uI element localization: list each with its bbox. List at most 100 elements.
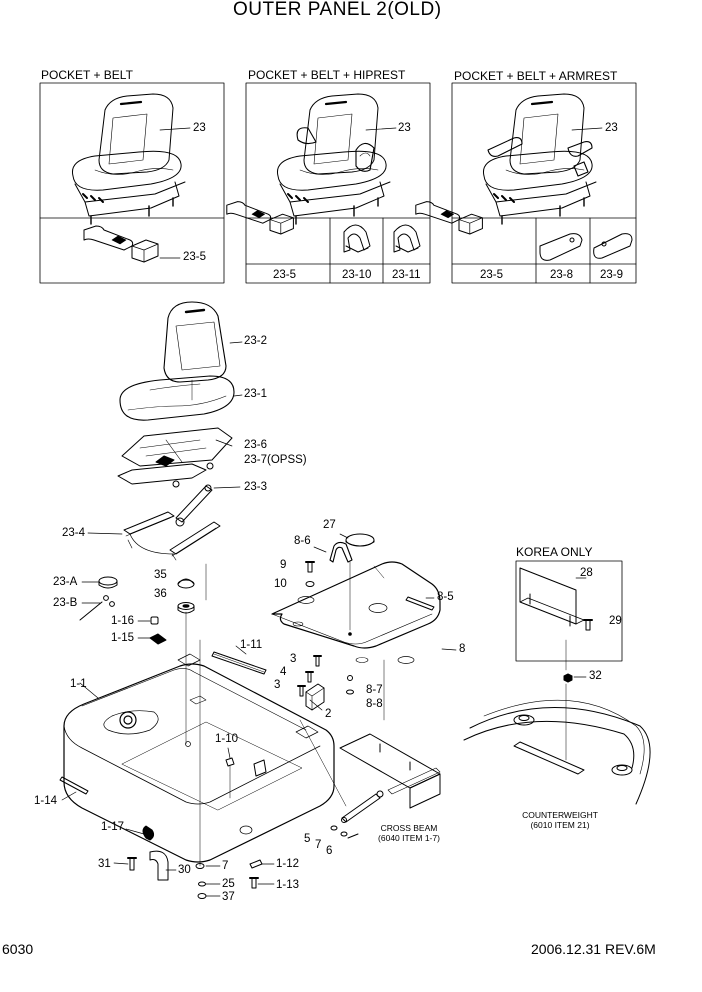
callout-1-1: 1-1: [70, 678, 87, 690]
callout-1-17: 1-17: [101, 821, 125, 833]
callout-7-right: 7: [315, 839, 322, 851]
cover-plate-8: [272, 562, 456, 664]
handle-30: [150, 851, 176, 880]
callout-23-6: 23-6: [244, 439, 268, 451]
callout-1-10: 1-10: [215, 733, 239, 745]
callout-31: 31: [98, 858, 111, 870]
grommet-36: [178, 603, 194, 614]
callout-23-B: 23-B: [53, 597, 78, 609]
cable-23-B: [80, 596, 114, 620]
korea-only-box: [516, 561, 622, 661]
armrest-23-8: [540, 234, 582, 261]
belt-variant-1: [83, 225, 159, 263]
callout-23-A: 23-A: [53, 576, 78, 588]
bracket-2: [306, 684, 324, 710]
callout-1-14: 1-14: [34, 795, 58, 807]
fasteners-5-7-6: [331, 826, 358, 838]
cross-beam-note: CROSS BEAM (6040 ITEM 1-7): [378, 823, 440, 843]
bolt-9: [306, 562, 314, 572]
callout-23-1: 23-1: [244, 388, 268, 400]
washers-8-7-8-8: [347, 676, 354, 695]
callout-29: 29: [609, 615, 622, 627]
hiprest-bracket-23-10: [344, 225, 370, 252]
bolt-1-13: [250, 878, 274, 888]
callout-7-lower: 7: [222, 860, 229, 872]
callout-23-3: 23-3: [244, 481, 268, 493]
variant-2-part-23-11: 23-11: [392, 269, 421, 281]
callout-23-7-opss: 23-7(OPSS): [244, 454, 307, 466]
callout-8-5: 8-5: [437, 591, 454, 603]
variant-3-part-23-8: 23-8: [550, 269, 574, 281]
seat-back-23-2: [164, 302, 242, 382]
callout-1-15: 1-15: [111, 632, 135, 644]
variant-3-part-23-5: 23-5: [480, 269, 504, 281]
washers-7-25-37: [196, 640, 220, 899]
variant-2-part-23-5: 23-5: [273, 269, 297, 281]
revision-date: 2006.12.31 REV.6M: [531, 941, 656, 957]
strip-1-11: [212, 646, 266, 674]
cover-1-15: [138, 634, 166, 644]
variant-1-seat-callout: 23: [193, 122, 206, 134]
callout-1-12: 1-12: [276, 858, 300, 870]
page-number: 6030: [2, 941, 34, 957]
callout-8-6: 8-6: [294, 535, 311, 547]
callout-2: 2: [325, 708, 332, 720]
korea-only-heading: KOREA ONLY: [516, 545, 593, 559]
gas-strut: [342, 791, 384, 823]
page-title: OUTER PANEL 2(OLD): [233, 0, 442, 20]
seat-variant-1: [71, 92, 187, 226]
variant-2-part-23-10: 23-10: [342, 269, 372, 281]
mat-1-14: [60, 777, 88, 800]
nut-32: [564, 640, 586, 760]
variant-box-1: [40, 83, 224, 283]
counterweight: [464, 700, 650, 804]
cross-beam: [340, 734, 440, 808]
seat-rails-23-4: [88, 512, 220, 560]
bolt-29: [584, 620, 592, 630]
grommet-23-A: [82, 577, 117, 588]
callout-9: 9: [280, 559, 287, 571]
variant-3-seat-callout: 23: [605, 122, 618, 134]
variant-1-heading: POCKET + BELT: [41, 68, 133, 82]
seat-variant-2: [276, 92, 392, 226]
strip-8-5: [406, 597, 434, 610]
callout-27: 27: [323, 519, 336, 531]
fuse-1-16: [138, 617, 158, 624]
hiprest-bracket-23-11: [394, 225, 420, 252]
callout-1-11: 1-11: [240, 639, 263, 651]
callout-35: 35: [154, 569, 167, 581]
variant-3-part-23-9: 23-9: [600, 269, 624, 281]
cap-35: [178, 579, 194, 588]
callout-8-8: 8-8: [366, 698, 383, 710]
seat-variant-3: [482, 92, 598, 226]
counterweight-note: COUNTERWEIGHT (6010 ITEM 21): [522, 810, 598, 830]
callout-8-7: 8-7: [366, 684, 383, 696]
seat-cushion-23-1: [120, 376, 242, 420]
callout-32: 32: [589, 670, 602, 682]
variant-2-seat-callout: 23: [398, 122, 411, 134]
cap-27: [340, 534, 384, 578]
variant-1-part-23-5: 23-5: [183, 251, 207, 263]
callout-4: 4: [280, 666, 287, 678]
handle-8-6: [314, 542, 352, 562]
bolt-31: [114, 858, 136, 870]
outer-panel-1-1: [64, 654, 334, 862]
washer-10: [306, 582, 314, 587]
callout-30: 30: [178, 864, 191, 876]
seat-suspension-23-6: [118, 428, 232, 487]
variant-3-heading: POCKET + BELT + ARMREST: [454, 69, 618, 83]
hook-1-17: [126, 826, 154, 840]
callout-23-2: 23-2: [244, 335, 268, 347]
callout-8: 8: [459, 643, 466, 655]
callout-3-upper: 3: [290, 653, 297, 665]
variant-2-heading: POCKET + BELT + HIPREST: [248, 68, 406, 82]
bracket-1-10b: [254, 760, 266, 776]
plate-28: [520, 568, 586, 626]
fastener-1-12: [250, 860, 274, 868]
callout-1-13: 1-13: [276, 879, 300, 891]
variant-box-3: [452, 83, 636, 283]
callout-37: 37: [222, 891, 235, 903]
clip-1-10: [226, 748, 234, 766]
gas-spring-23-3: [176, 485, 240, 526]
